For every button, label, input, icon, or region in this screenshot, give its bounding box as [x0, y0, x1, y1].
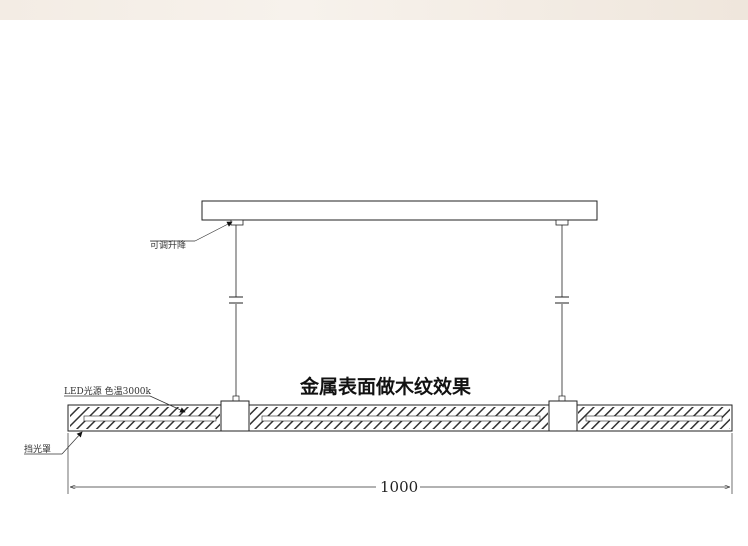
light-channel — [83, 415, 217, 422]
dimension-value: 1000 — [380, 478, 418, 496]
cable-cap-left — [232, 395, 240, 402]
light-channel — [261, 415, 541, 422]
connector-block-left — [220, 400, 250, 432]
light-channel — [585, 415, 723, 422]
connector-block-right — [548, 400, 578, 432]
top-banner — [0, 0, 748, 20]
cable-break-right — [555, 297, 569, 304]
label-adjustable: 可调升降 — [150, 239, 186, 251]
leader-led-arrow — [149, 395, 186, 413]
leader-shield-arrow — [61, 431, 83, 455]
cable-break-left — [229, 297, 243, 304]
canopy-connector-right — [555, 219, 569, 226]
canopy-connector-left — [230, 219, 244, 226]
cable-cap-right — [558, 395, 566, 402]
ceiling-canopy — [201, 200, 598, 221]
label-light-shield: 挡光罩 — [24, 443, 51, 455]
leader-adjustable-arrow — [194, 221, 233, 242]
diagram-title: 金属表面做木纹效果 — [299, 375, 471, 398]
label-led-source: LED光源 色温3000k — [64, 385, 152, 397]
